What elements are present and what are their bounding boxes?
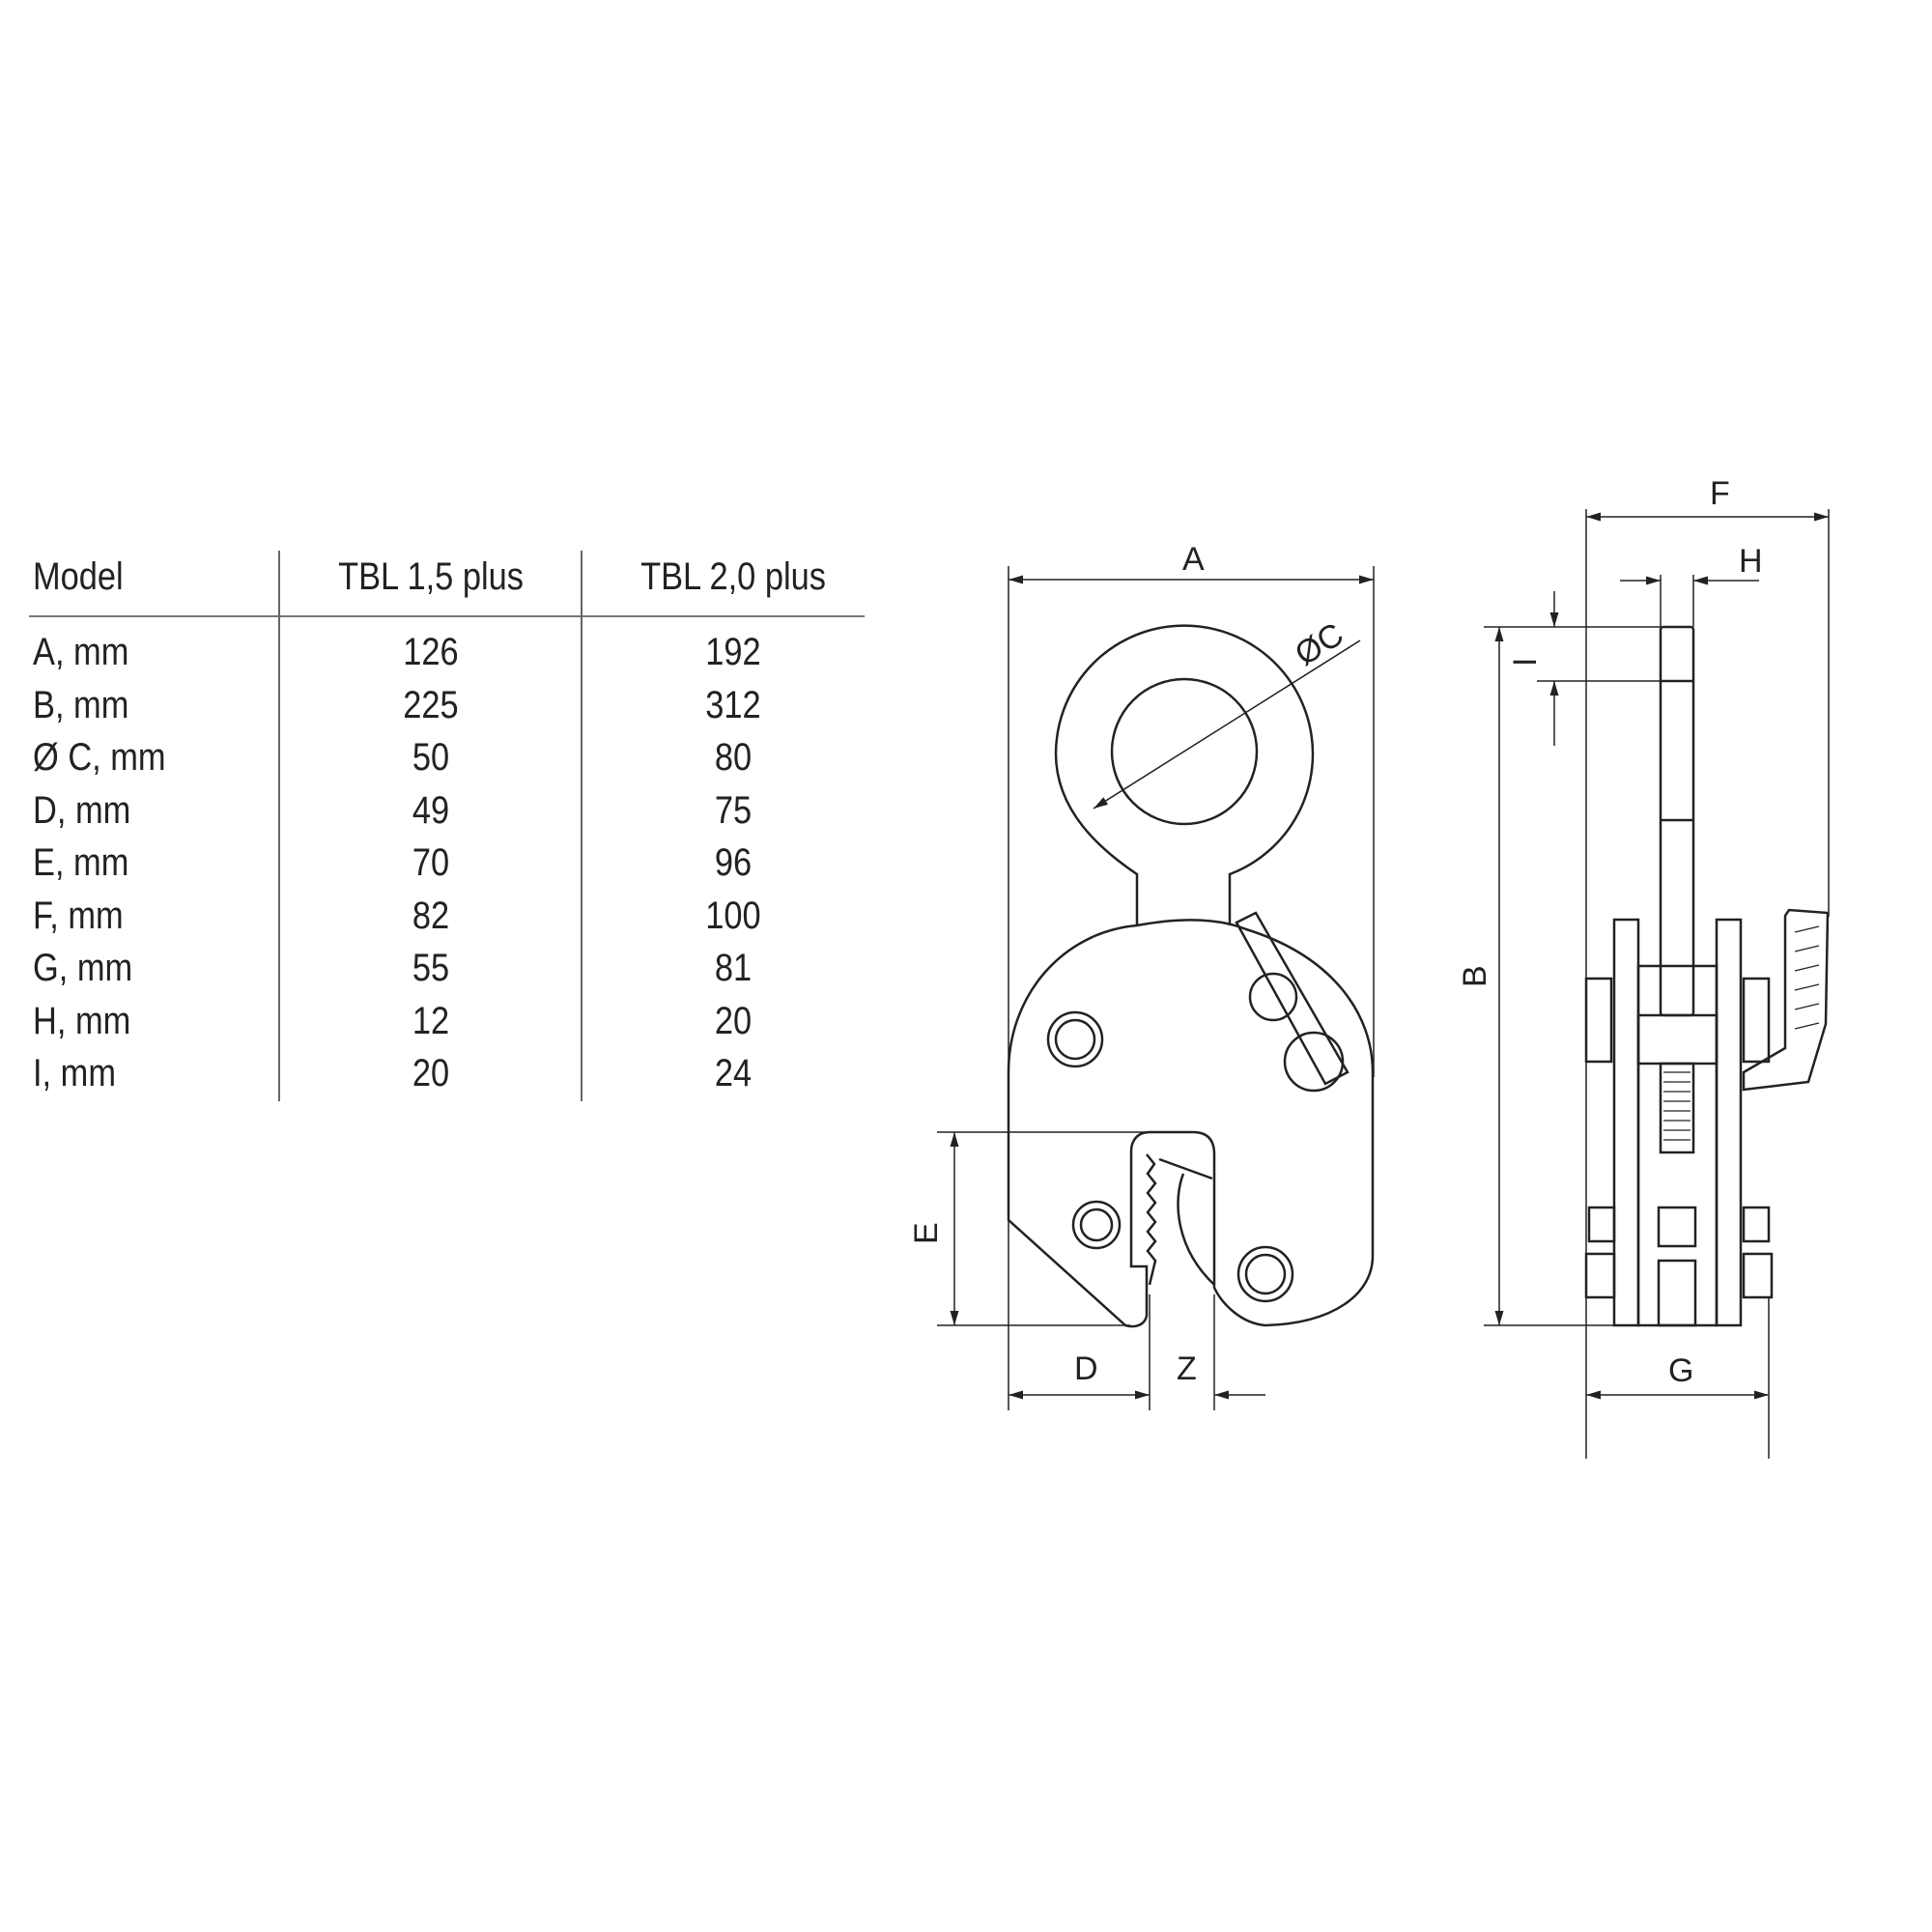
clamp-body	[1007, 919, 1375, 1328]
row-value: 225	[403, 683, 459, 726]
nut	[1742, 1252, 1774, 1299]
row-value: 82	[412, 894, 450, 937]
table-row: H, mm 12 20	[29, 995, 865, 1047]
left-plate	[1612, 918, 1640, 1327]
front-view	[1007, 624, 1375, 1328]
cam	[1158, 1157, 1215, 1286]
row-label: E, mm	[33, 841, 129, 884]
table-row: D, mm 49 75	[29, 784, 865, 837]
header-tbl-2-0: TBL 2,0 plus	[640, 555, 826, 598]
table-row: B, mm 225 312	[29, 679, 865, 731]
table-row: I, mm 20 24	[29, 1047, 865, 1099]
row-label: H, mm	[33, 999, 131, 1042]
row-value: 81	[714, 947, 753, 989]
header-divider	[29, 615, 865, 617]
row-value: 100	[705, 894, 761, 937]
label-z: Z	[1177, 1350, 1197, 1387]
row-label: F, mm	[33, 894, 124, 937]
nut	[1584, 1252, 1616, 1299]
row-label: I, mm	[33, 1052, 116, 1094]
row-label: Ø C, mm	[33, 736, 166, 779]
header-model: Model	[33, 555, 124, 598]
hole	[1236, 1245, 1294, 1303]
row-value: 96	[714, 841, 753, 884]
label-h: H	[1739, 543, 1763, 580]
front-dimensions	[937, 566, 1375, 1410]
label-d: D	[1074, 1350, 1098, 1387]
label-b: B	[1457, 965, 1493, 987]
column-divider	[278, 551, 280, 1101]
row-value: 126	[403, 631, 459, 673]
header-tbl-1-5: TBL 1,5 plus	[338, 555, 524, 598]
handle	[1742, 908, 1830, 1092]
row-value: 70	[412, 841, 450, 884]
row-value: 312	[705, 683, 761, 726]
row-value: 80	[714, 736, 753, 779]
cam-hole	[1248, 972, 1298, 1022]
nut	[1742, 977, 1771, 1064]
table-row: E, mm 70 96	[29, 837, 865, 889]
label-f: F	[1710, 475, 1730, 512]
row-value: 12	[412, 999, 450, 1042]
row-value: 75	[714, 788, 753, 832]
lever	[1235, 911, 1350, 1086]
label-e: E	[908, 1222, 945, 1244]
row-label: A, mm	[33, 631, 129, 673]
row-label: B, mm	[33, 683, 129, 726]
label-i: I	[1507, 658, 1544, 667]
spring	[1659, 1062, 1695, 1154]
jaw-teeth	[1146, 1153, 1157, 1286]
row-value: 49	[412, 788, 450, 832]
nut	[1742, 1206, 1771, 1243]
hole	[1046, 1010, 1104, 1068]
row-value: 192	[705, 631, 761, 673]
table-row: G, mm 55 81	[29, 942, 865, 994]
eye-hole	[1110, 677, 1259, 826]
side-view	[1584, 625, 1830, 1327]
row-value: 55	[412, 947, 450, 989]
row-value: 24	[714, 1052, 753, 1094]
nut	[1584, 977, 1613, 1064]
row-label: G, mm	[33, 947, 133, 989]
table-header: Model TBL 1,5 plus TBL 2,0 plus	[29, 551, 865, 603]
table-row: A, mm 126 192	[29, 626, 865, 678]
hole	[1071, 1200, 1122, 1250]
column-divider	[581, 551, 582, 1101]
label-g: G	[1668, 1352, 1693, 1389]
table-row: Ø C, mm 50 80	[29, 731, 865, 783]
label-a: A	[1182, 541, 1205, 578]
row-value: 50	[412, 736, 450, 779]
row-value: 20	[714, 999, 753, 1042]
right-plate	[1715, 918, 1743, 1327]
lifting-eye	[1054, 624, 1315, 925]
row-label: D, mm	[33, 788, 131, 832]
row-value: 20	[412, 1052, 450, 1094]
side-dimensions	[1484, 509, 1830, 1459]
table-row: F, mm 82 100	[29, 890, 865, 942]
nut	[1587, 1206, 1616, 1243]
label-c: ØC	[1289, 616, 1350, 673]
